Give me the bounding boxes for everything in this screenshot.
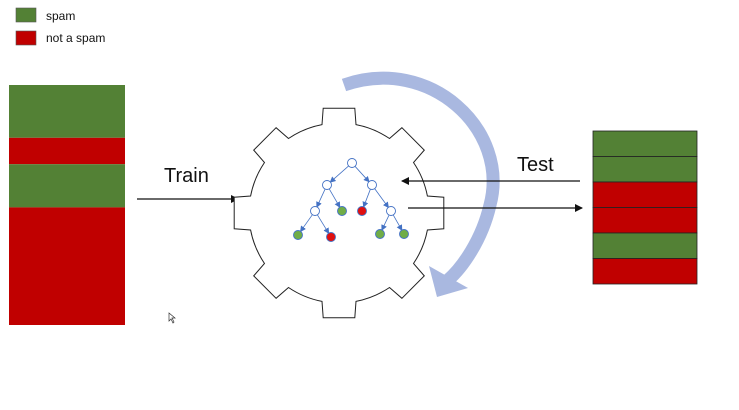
tree-edge — [381, 214, 390, 231]
training-segment-not-spam — [9, 137, 125, 165]
circular-arrow-icon — [341, 71, 500, 297]
tree-node-split — [347, 158, 357, 168]
test-label: Test — [517, 154, 554, 176]
train-label: Train — [164, 165, 209, 187]
test-row-not-spam — [592, 207, 698, 234]
legend-label-not-spam: not a spam — [46, 31, 105, 45]
test-row-not-spam — [592, 181, 698, 208]
test-row-spam — [592, 130, 698, 157]
tree-node-split — [386, 206, 396, 216]
legend-label-spam: spam — [46, 9, 75, 23]
tree-leaf-spam — [337, 206, 347, 216]
test-row-spam — [592, 232, 698, 259]
tree-edge — [317, 214, 330, 235]
circular-arrow-head — [429, 266, 468, 297]
tree-leaf-not-spam — [357, 206, 367, 216]
training-segment-spam — [9, 164, 125, 208]
tree-leaf-not-spam — [326, 232, 336, 242]
legend: spam not a spam — [15, 7, 105, 46]
mouse-cursor-icon — [168, 312, 176, 324]
test-row-not-spam — [592, 258, 698, 285]
tree-edge — [354, 166, 370, 183]
tree-edge — [316, 188, 326, 208]
tree-edge — [300, 214, 313, 233]
tree-leaf-spam — [399, 229, 409, 239]
tree-node-split — [367, 180, 377, 190]
test-row-spam — [592, 156, 698, 183]
training-segment-spam — [9, 85, 125, 138]
tree-edge — [328, 188, 341, 208]
tree-edge — [362, 189, 371, 208]
tree-leaf-spam — [293, 230, 303, 240]
tree-node-split — [322, 180, 332, 190]
training-data-stack — [9, 85, 125, 325]
training-segment-not-spam — [9, 207, 125, 325]
tree-node-split — [310, 206, 320, 216]
test-data-stack — [592, 130, 698, 285]
tree-edge — [392, 214, 403, 231]
legend-swatch-spam — [15, 7, 37, 23]
tree-edge — [329, 165, 349, 183]
tree-edge — [374, 188, 389, 209]
tree-leaf-spam — [375, 229, 385, 239]
legend-swatch-not-spam — [15, 30, 37, 46]
decision-tree-icon — [293, 158, 409, 242]
